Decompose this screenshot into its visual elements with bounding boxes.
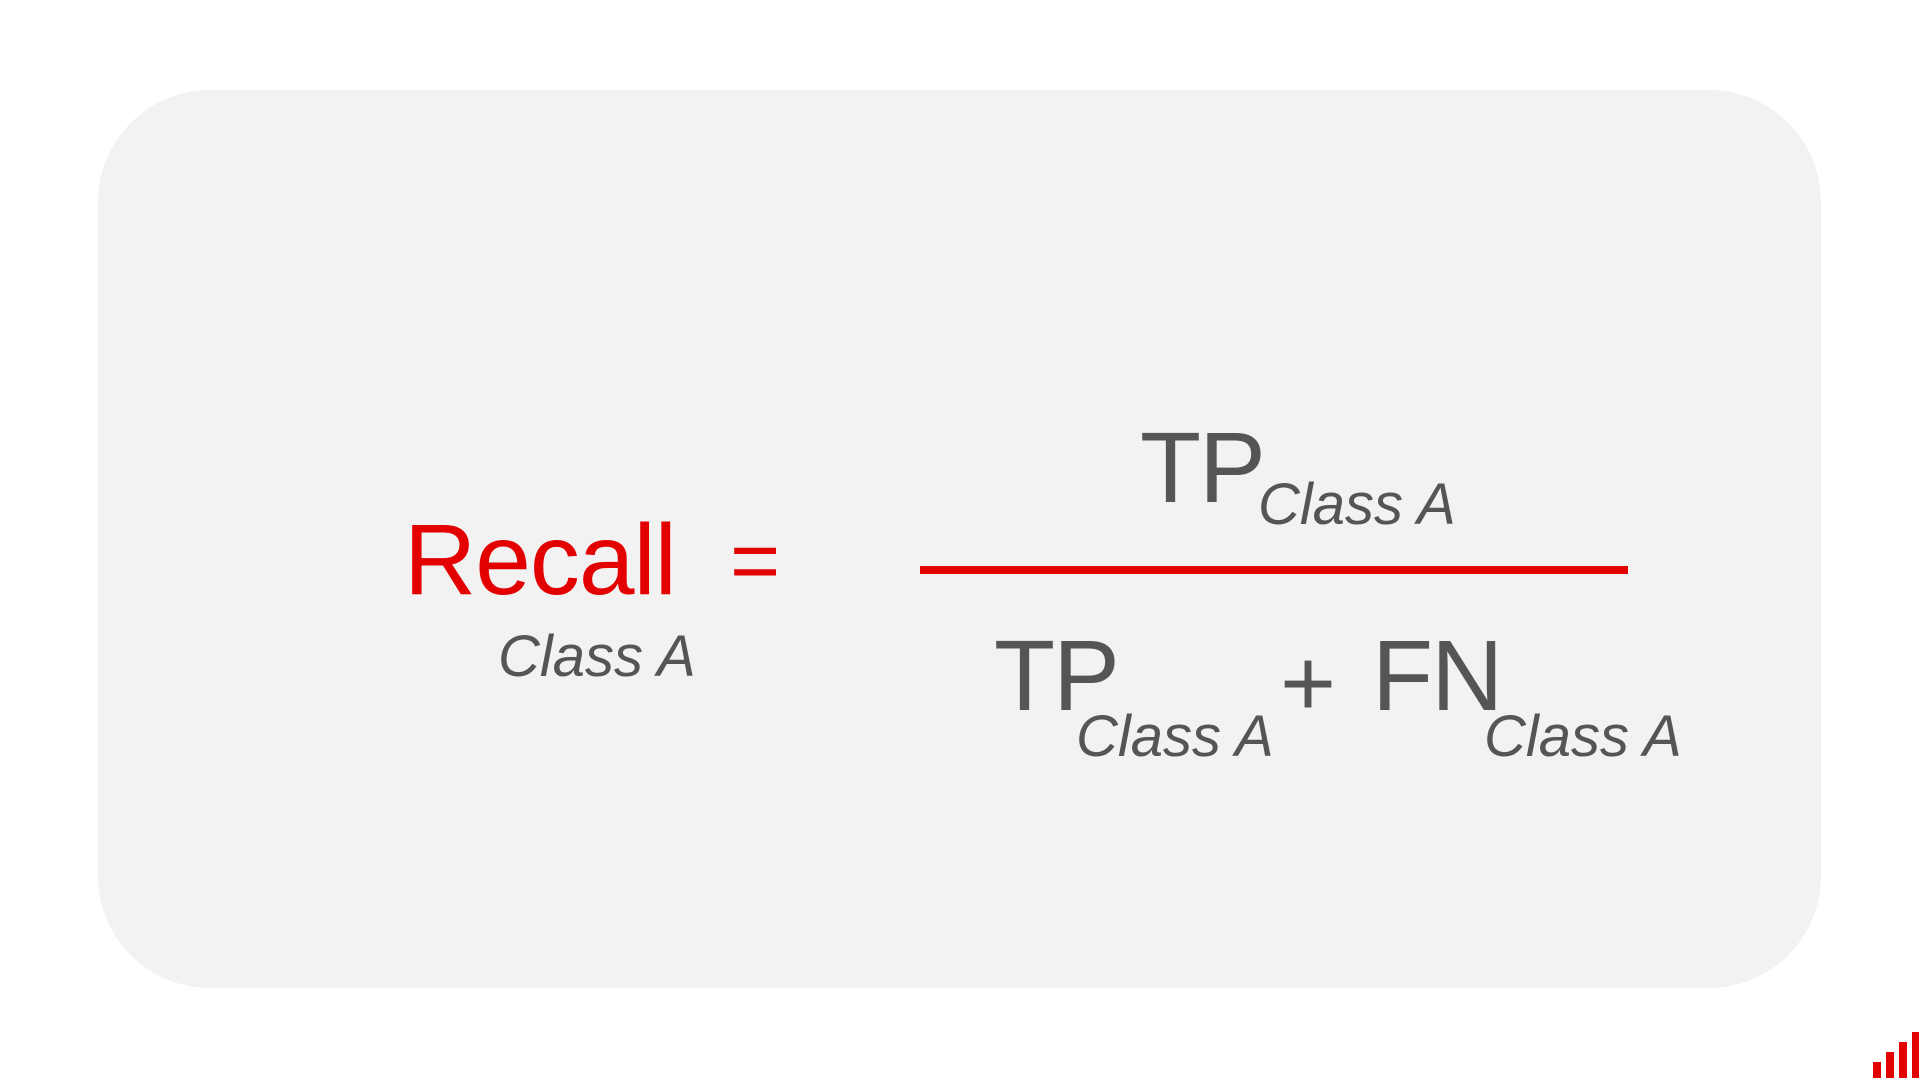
fraction-line — [920, 566, 1628, 574]
denominator-fn: FN — [1372, 620, 1503, 732]
recall-subscript: Class A — [498, 624, 696, 689]
bar-chart-logo-icon — [1873, 1032, 1919, 1078]
denominator-tp: TP — [994, 620, 1120, 732]
equals-sign: = — [730, 513, 781, 609]
numerator-tp: TP — [1140, 412, 1266, 524]
numerator-subscript: Class A — [1258, 472, 1456, 537]
denominator-fn-subscript: Class A — [1484, 704, 1682, 769]
recall-label: Recall — [404, 504, 677, 616]
plus-sign: + — [1280, 630, 1337, 737]
denominator-tp-subscript: Class A — [1076, 704, 1274, 769]
formula-card — [98, 90, 1821, 988]
